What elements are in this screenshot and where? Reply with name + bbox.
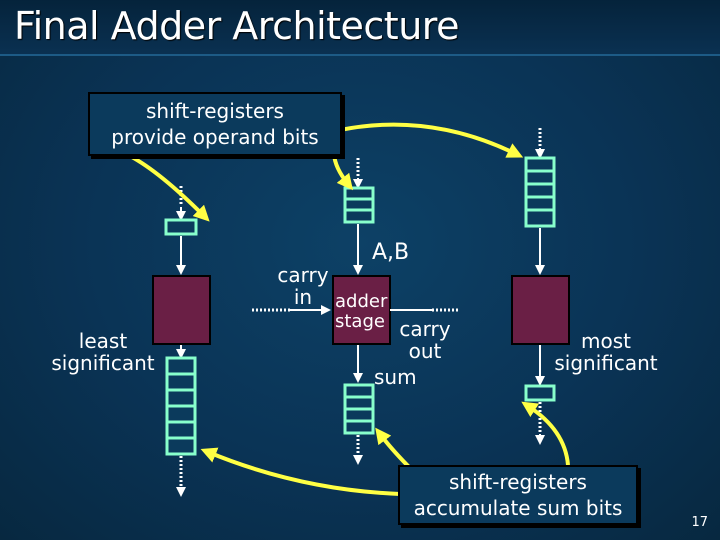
carry-in-line2: in (293, 285, 313, 309)
least-significant-label: least significant (50, 330, 156, 374)
title-rule (0, 54, 720, 56)
sum-callout-line1: shift-registers (449, 470, 587, 494)
sum-callout: shift-registers accumulate sum bits (398, 465, 638, 525)
left-adder-block (152, 275, 211, 345)
callout-arrow-to-right-sum-register (521, 401, 570, 466)
operand-callout-line1: shift-registers (146, 99, 284, 123)
right-operand-shift-register (524, 156, 556, 228)
least-significant-line1: least (78, 329, 128, 353)
carry-out-label: carry out (396, 318, 454, 362)
least-significant-line2: significant (51, 351, 155, 375)
sum-callout-line2: accumulate sum bits (413, 496, 623, 520)
most-significant-label: most significant (552, 330, 660, 374)
callout-arrow-to-mid-register (332, 153, 354, 191)
adder-stage-line2: stage (335, 311, 385, 332)
mid-sum-shift-register (343, 383, 375, 435)
right-sum-register (524, 384, 556, 402)
carry-in-line1: carry (277, 263, 329, 287)
carry-out-line1: carry (399, 317, 451, 341)
callout-arrow-to-right-register (339, 122, 524, 158)
callout-arrow-to-left-register (129, 154, 210, 222)
left-operand-register (164, 218, 198, 236)
adder-stage-line1: adder (335, 291, 388, 312)
most-significant-line2: significant (554, 351, 658, 375)
mid-adder-block (332, 275, 391, 345)
operand-callout: shift-registers provide operand bits (88, 92, 342, 156)
operand-callout-line2: provide operand bits (111, 125, 319, 149)
right-adder-block (511, 275, 570, 345)
adder-stage-label: adder stage (335, 292, 387, 332)
operands-label: A,B (372, 240, 410, 265)
sum-label: sum (374, 365, 417, 389)
page-number: 17 (691, 515, 708, 530)
title-bar (0, 0, 720, 56)
most-significant-line1: most (581, 329, 631, 353)
callout-arrow-to-left-sum-register (200, 447, 401, 496)
carry-out-line2: out (408, 339, 442, 363)
carry-in-label: carry in (272, 264, 334, 308)
page-title: Final Adder Architecture (14, 4, 459, 48)
left-sum-shift-register (165, 356, 197, 456)
mid-operand-shift-register (343, 186, 375, 224)
